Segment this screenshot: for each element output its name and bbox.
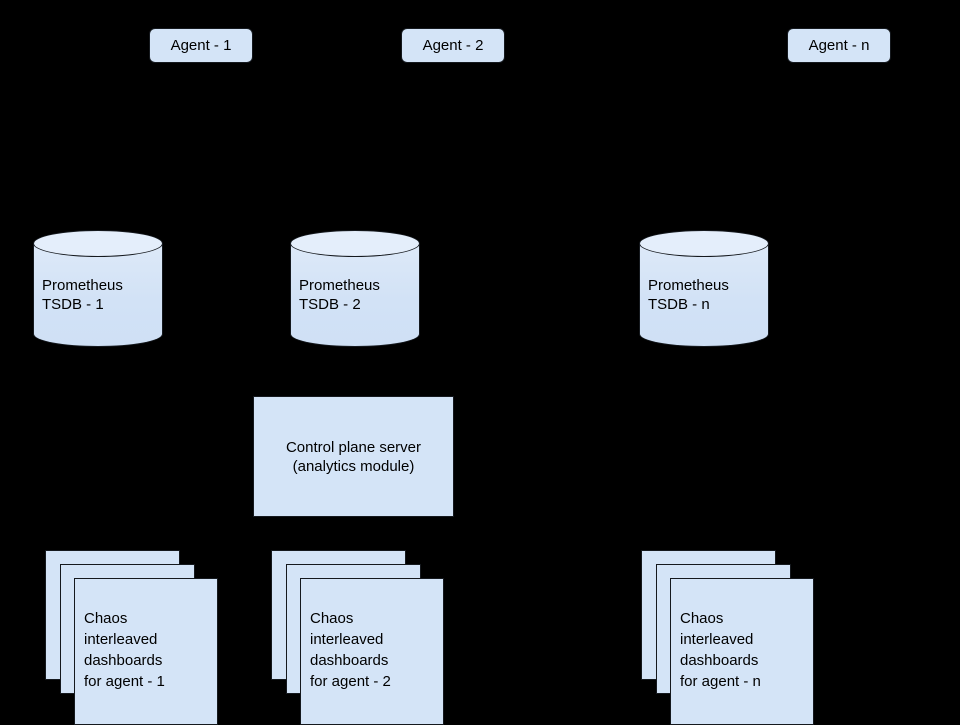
cylinder-top-ellipse-1 — [33, 230, 163, 257]
arrow-tsdb2-to-control-plane — [348, 347, 358, 398]
agent-box-1[interactable]: Agent - 1 — [149, 28, 253, 63]
agent-box-2[interactable]: Agent - 2 — [401, 28, 505, 63]
cylinder-body-1 — [33, 243, 163, 347]
cylinder-top-ellipse-n — [639, 230, 769, 257]
dashboard-stack-n[interactable]: Chaos interleaved dashboards for agent -… — [641, 550, 821, 725]
agent-label-1: Agent - 1 — [170, 37, 232, 54]
database-label-n: Prometheus TSDB - n — [648, 277, 729, 313]
dashboard-card-front-1[interactable] — [74, 578, 218, 725]
control-plane-box[interactable]: Control plane server (analytics module) — [253, 396, 454, 517]
database-label-1: Prometheus TSDB - 1 — [42, 277, 123, 313]
agent-box-n[interactable]: Agent - n — [787, 28, 891, 63]
agent-label-n: Agent - n — [808, 37, 870, 54]
database-cylinder-2[interactable]: Prometheus TSDB - 2 — [290, 230, 420, 347]
control-plane-label: Control plane server (analytics module) — [285, 438, 422, 475]
agent-label-2: Agent - 2 — [422, 37, 484, 54]
dashboard-label-n: Chaos interleaved dashboards for agent -… — [680, 610, 761, 690]
database-cylinder-1[interactable]: Prometheus TSDB - 1 — [33, 230, 163, 347]
dashboard-label-2: Chaos interleaved dashboards for agent -… — [310, 610, 391, 690]
database-label-2: Prometheus TSDB - 2 — [299, 277, 380, 313]
cylinder-body-n — [639, 243, 769, 347]
cylinder-body-2 — [290, 243, 420, 347]
dashboard-card-front-n[interactable] — [670, 578, 814, 725]
database-cylinder-n[interactable]: Prometheus TSDB - n — [639, 230, 769, 347]
cylinder-top-ellipse-2 — [290, 230, 420, 257]
dashboard-label-1: Chaos interleaved dashboards for agent -… — [84, 610, 165, 690]
dashboard-stack-2[interactable]: Chaos interleaved dashboards for agent -… — [271, 550, 451, 725]
dashboard-stack-1[interactable]: Chaos interleaved dashboards for agent -… — [45, 550, 225, 725]
